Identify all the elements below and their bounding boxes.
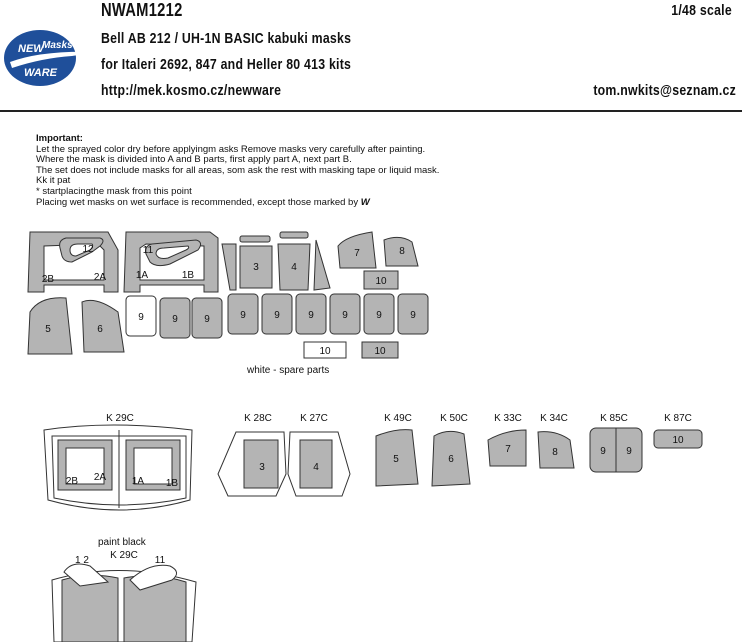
label-7: 7: [505, 444, 511, 455]
label-2b: 2B: [66, 476, 79, 487]
label-1b: 1B: [166, 478, 179, 489]
brand-logo: NEW Masks WARE: [2, 28, 100, 88]
header-divider: [0, 110, 742, 112]
mask-part-8: [383, 236, 419, 267]
label-2b: 2B: [42, 274, 55, 285]
scale-label: 1/48 scale: [671, 2, 732, 19]
note-line: * startplacingthe mask from this point: [36, 185, 192, 197]
label-8: 8: [399, 246, 405, 257]
label-9: 9: [410, 310, 416, 321]
canopy-outline: [43, 424, 193, 511]
product-code: NWAM1212: [101, 0, 183, 20]
mask-part-10a: [363, 270, 399, 290]
mask-part-5: [27, 297, 73, 355]
mask-part-3-strip: [239, 235, 271, 243]
mask-part-7: [337, 231, 377, 269]
note-line: Placing wet masks on wet surface is reco…: [36, 196, 370, 208]
label-2a: 2A: [94, 272, 107, 283]
website-link[interactable]: http://mek.kosmo.cz/newware: [101, 82, 282, 99]
label-9: 9: [308, 310, 314, 321]
label-k33c: K 33C: [494, 413, 522, 424]
mask-part-4-strip: [279, 231, 309, 239]
label-1a: 1A: [132, 476, 145, 487]
label-12: 1 2: [75, 555, 89, 566]
logo-text-ware: WARE: [24, 67, 58, 79]
label-1b: 1B: [182, 270, 195, 281]
notes-heading: Important:: [36, 133, 83, 144]
label-11: 11: [143, 245, 154, 256]
mask-part-4: [277, 243, 311, 291]
email-link[interactable]: tom.nwkits@seznam.cz: [593, 82, 736, 99]
label-10: 10: [672, 435, 684, 446]
instructions-notes: Important: Let the sprayed color dry bef…: [36, 133, 440, 208]
logo-text-masks: Masks: [42, 40, 73, 51]
label-2a: 2A: [94, 472, 107, 483]
wet-symbol-icon: W: [360, 196, 370, 208]
mask-part-9-spare: [125, 295, 157, 337]
kits-line: for Italeri 2692, 847 and Heller 80 413 …: [101, 56, 352, 73]
label-9: 9: [376, 310, 382, 321]
label-8: 8: [552, 447, 558, 458]
paint-black-caption: paint black: [98, 537, 146, 548]
mask-part-10b: [361, 341, 399, 359]
label-k29c: K 29C: [106, 413, 134, 424]
label-k29c-bottom: K 29C: [110, 550, 138, 561]
logo-text-new: NEW: [18, 43, 45, 55]
label-9: 9: [138, 312, 144, 323]
mask-part-4-small: [313, 239, 331, 291]
mask-part-6: [81, 299, 125, 353]
label-9: 9: [342, 310, 348, 321]
label-10: 10: [319, 346, 331, 357]
mask-part-3-small: [221, 243, 237, 291]
label-7: 7: [354, 248, 360, 259]
note-line: Where the mask is divided into A and B p…: [36, 154, 352, 166]
label-12: 12: [82, 244, 94, 255]
label-k50c: K 50C: [440, 413, 468, 424]
label-k34c: K 34C: [540, 413, 568, 424]
label-4: 4: [313, 462, 319, 473]
label-9: 9: [626, 446, 632, 457]
label-10: 10: [374, 346, 386, 357]
label-6: 6: [97, 324, 103, 335]
spare-parts-caption: white - spare parts: [247, 365, 330, 376]
label-4: 4: [291, 262, 297, 273]
label-6: 6: [448, 454, 454, 465]
label-1a: 1A: [136, 270, 149, 281]
note-line: Let the sprayed color dry before applyin…: [36, 143, 426, 155]
label-10: 10: [375, 276, 387, 287]
label-11: 11: [155, 555, 166, 566]
label-k49c: K 49C: [384, 413, 412, 424]
label-k87c: K 87C: [664, 413, 692, 424]
label-k28c: K 28C: [244, 413, 272, 424]
label-5: 5: [393, 454, 399, 465]
label-k27c: K 27C: [300, 413, 328, 424]
label-k85c: K 85C: [600, 413, 628, 424]
note-line: Kk it pat: [36, 175, 71, 187]
label-3: 3: [253, 262, 259, 273]
note-line: The set does not include masks for all a…: [36, 164, 440, 176]
label-9: 9: [600, 446, 606, 457]
mask-part-3: [239, 245, 273, 289]
label-5: 5: [45, 324, 51, 335]
label-9: 9: [172, 314, 178, 325]
product-title: Bell AB 212 / UH-1N BASIC kabuki masks: [101, 30, 352, 47]
label-9: 9: [204, 314, 210, 325]
mask-part-10-spare: [303, 341, 347, 359]
label-3: 3: [259, 462, 265, 473]
label-9: 9: [240, 310, 246, 321]
label-9: 9: [274, 310, 280, 321]
